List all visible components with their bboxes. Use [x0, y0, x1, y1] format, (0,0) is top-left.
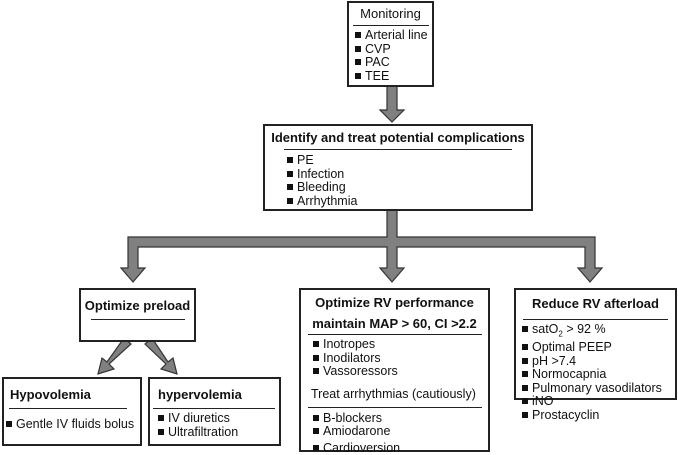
list-item: Gentle IV fluids bolus: [6, 418, 140, 432]
monitoring-box: Monitoring Arterial line CVP PAC TEE: [347, 1, 434, 87]
hypervolemia-title: hypervolemia: [158, 387, 279, 402]
divider: [353, 25, 429, 26]
hypervolemia-list: IV diuretics Ultrafiltration: [158, 412, 279, 439]
rv-performance-title: Optimize RV performance: [301, 295, 488, 310]
list-item: Inodilators: [313, 352, 488, 366]
arrow-to-hypovolemia: [98, 338, 131, 374]
list-item: Optimal PEEP: [522, 341, 675, 355]
rv-performance-list: Inotropes Inodilators Vassoressors: [313, 338, 488, 379]
list-item: Bleeding: [287, 181, 531, 195]
divider: [308, 407, 482, 408]
complications-list: PE Infection Bleeding Arrhythmia: [287, 154, 531, 208]
rv-performance-subtitle: maintain MAP > 60, CI >2.2: [301, 316, 488, 331]
divider: [308, 334, 482, 335]
rv-performance-box: Optimize RV performance maintain MAP > 6…: [299, 288, 490, 452]
preload-title: Optimize preload: [81, 298, 194, 313]
list-item: Prostacyclin: [522, 409, 675, 423]
hypovolemia-title: Hypovolemia: [10, 387, 140, 402]
list-item-sato2: satO2 > 92 %: [522, 323, 675, 341]
sat-suffix: > 92 %: [563, 322, 606, 336]
complications-title: Identify and treat potential complicatio…: [265, 130, 531, 145]
arrow-to-hypervolemia: [145, 338, 177, 374]
list-item: IV diuretics: [158, 412, 279, 426]
list-item: Pulmonary vasodilators: [522, 382, 675, 396]
divider: [91, 319, 185, 320]
monitoring-list: Arterial line CVP PAC TEE: [355, 29, 432, 83]
list-item: pH >7.4: [522, 355, 675, 369]
list-item: TEE: [355, 70, 432, 84]
list-item: Vassoressors: [313, 365, 488, 379]
list-item: PE: [287, 154, 531, 168]
list-item: Arterial line: [355, 29, 432, 43]
arrhythmia-heading: Treat arrhythmias (cautiously): [311, 387, 488, 401]
list-item: Normocapnia: [522, 368, 675, 382]
divider: [9, 408, 127, 409]
list-item: CVP: [355, 43, 432, 57]
monitoring-title: Monitoring: [349, 6, 432, 21]
hypovolemia-list: Gentle IV fluids bolus: [6, 418, 140, 432]
list-item: iNO: [522, 395, 675, 409]
divider: [523, 319, 668, 320]
list-item: PAC: [355, 56, 432, 70]
divider: [284, 149, 512, 150]
afterload-list: satO2 > 92 % Optimal PEEP pH >7.4 Normoc…: [522, 323, 675, 422]
arrow-branch-connector: [121, 210, 602, 282]
list-item: Arrhythmia: [287, 195, 531, 209]
afterload-box: Reduce RV afterload satO2 > 92 % Optimal…: [514, 288, 677, 400]
sat-prefix: satO: [532, 322, 558, 336]
complications-box: Identify and treat potential complicatio…: [263, 124, 533, 211]
list-item: Amiodarone: [313, 425, 488, 439]
list-item: Inotropes: [313, 338, 488, 352]
hypovolemia-box: Hypovolemia Gentle IV fluids bolus: [2, 377, 142, 446]
arrhythmia-list: B-blockers Amiodarone Cardioversion: [313, 412, 488, 455]
divider: [153, 408, 275, 409]
list-item: B-blockers: [313, 412, 488, 426]
arrow-monitoring-to-complications: [380, 86, 404, 122]
list-item: Ultrafiltration: [158, 426, 279, 440]
preload-box: Optimize preload: [79, 288, 196, 342]
list-item: Infection: [287, 168, 531, 182]
hypervolemia-box: hypervolemia IV diuretics Ultrafiltratio…: [148, 377, 281, 446]
afterload-title: Reduce RV afterload: [516, 296, 675, 311]
